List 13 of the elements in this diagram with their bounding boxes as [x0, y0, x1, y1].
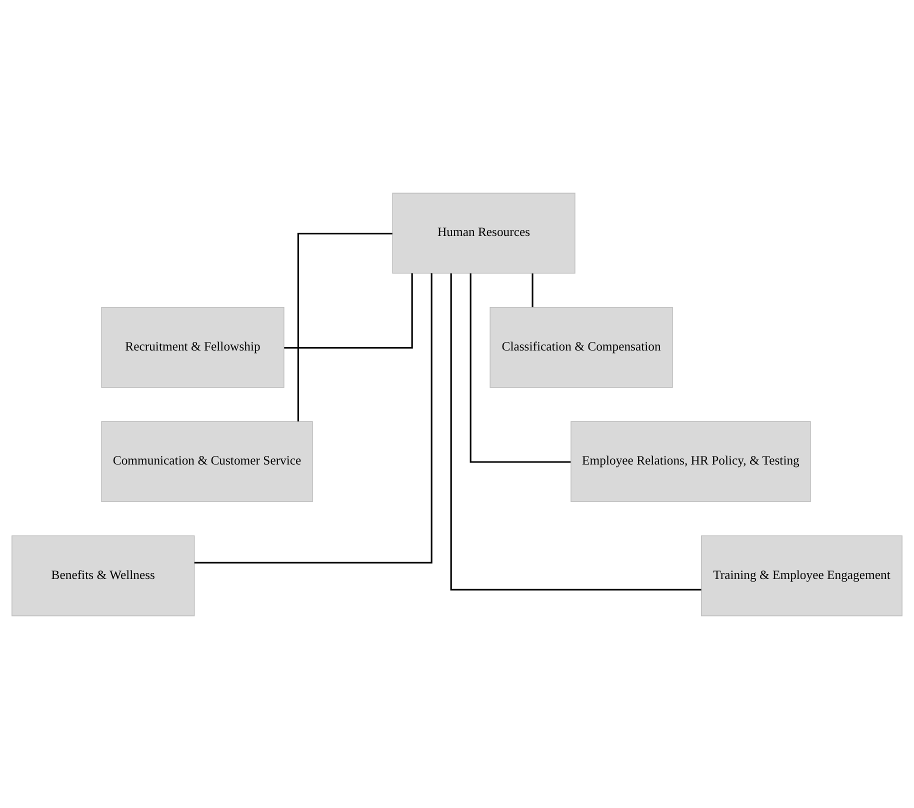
- connector: [297, 232, 392, 421]
- node-box: Communication & Customer Service: [101, 420, 313, 502]
- connector: [284, 272, 413, 348]
- node-box: Benefits & Wellness: [12, 534, 195, 616]
- node-box: Recruitment & Fellowship: [101, 306, 284, 388]
- node-box: Training & Employee Engagement: [701, 534, 902, 616]
- connector: [470, 272, 571, 462]
- connector: [194, 272, 432, 563]
- node-box: Human Resources: [392, 192, 576, 274]
- connector: [450, 272, 702, 590]
- connector: [532, 272, 534, 307]
- node-box: Employee Relations, HR Policy, & Testing: [570, 420, 811, 502]
- node-box: Classification & Compensation: [490, 306, 673, 388]
